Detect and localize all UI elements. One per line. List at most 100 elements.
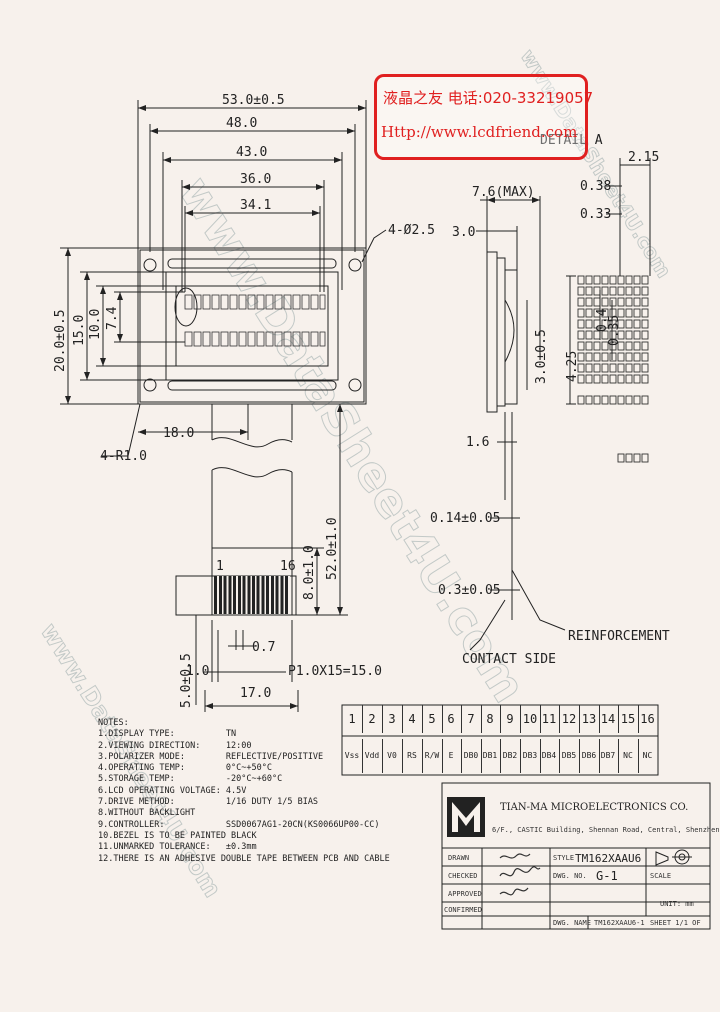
pin-number: 11 <box>539 705 560 733</box>
note-item: 10.BEZEL IS TO BE PAINTED BLACK <box>98 830 257 841</box>
detail-dim-0-38: 0.38 <box>580 179 611 194</box>
pin-signal: Vss <box>342 739 363 773</box>
pin-number: 15 <box>618 705 639 733</box>
contact-phone: 液晶之友 电话:020-33219057 <box>383 89 594 107</box>
pin-signal: DB1 <box>480 739 501 773</box>
dim-7-6: 7.6(MAX) <box>472 185 535 200</box>
dim-52: 52.0±1.0 <box>325 517 340 580</box>
pin-signal: DB6 <box>579 739 600 773</box>
note-item: 8.WITHOUT BACKLIGHT <box>98 808 196 819</box>
pin-first-label: 1 <box>216 559 224 574</box>
style-value: TM162XAAU6 <box>575 852 641 865</box>
dim-48: 48.0 <box>226 116 257 131</box>
dim-18: 18.0 <box>163 426 194 441</box>
note-item: 6.LCD OPERATING VOLTAGE: 4.5V <box>98 785 247 796</box>
reinforcement-label: REINFORCEMENT <box>568 629 670 644</box>
notes-title: NOTES: <box>98 718 129 728</box>
dim-43: 43.0 <box>236 145 267 160</box>
company-name: TIAN-MA MICROELECTRONICS CO. <box>500 802 688 813</box>
hole-label: 4-Ø2.5 <box>388 223 435 238</box>
style-label: STYLE <box>553 854 574 862</box>
detail-dim-2-15: 2.15 <box>628 150 659 165</box>
detail-dim-0-35: 0.35 <box>607 315 622 346</box>
dim-53: 53.0±0.5 <box>222 93 285 108</box>
note-item: 5.STORAGE TEMP: -20°C~+60°C <box>98 774 283 785</box>
pin-signal: NC <box>642 751 653 760</box>
sheet-label: SHEET 1/1 OF <box>650 919 701 927</box>
pin-number: 13 <box>579 705 600 733</box>
pin-signal: DB0 <box>461 739 482 773</box>
contact-url[interactable]: Http://www.lcdfriend.com <box>381 123 578 141</box>
pin-number: 3 <box>382 705 403 733</box>
pin-number: 6 <box>441 705 462 733</box>
note-item: 12.THERE IS AN ADHESIVE DOUBLE TAPE BETW… <box>98 853 390 864</box>
pin-number: 8 <box>480 705 501 733</box>
radius-label: 4-R1.0 <box>100 449 147 464</box>
pin-number: 5 <box>422 705 443 733</box>
dim-0-14: 0.14±0.05 <box>430 511 500 526</box>
dwg-name-label: DWG. NAME <box>553 919 591 927</box>
contact-side-label: CONTACT SIDE <box>462 652 556 667</box>
pin-signal: DB2 <box>500 739 521 773</box>
note-item: 3.POLARIZER MODE: REFLECTIVE/POSITIVE <box>98 751 324 762</box>
dim-10: 10.0 <box>88 309 103 340</box>
pin-signal: DB4 <box>539 739 560 773</box>
dwg-label: DWG. NO. <box>553 872 587 880</box>
pin-number: 9 <box>500 705 521 733</box>
dim-0-7: 0.7 <box>252 640 275 655</box>
note-item: 4.OPERATING TEMP: 0°C~+50°C <box>98 763 272 774</box>
dim-17: 17.0 <box>240 686 271 701</box>
detail-dim-0-33: 0.33 <box>580 207 611 222</box>
dwg-name-value: TM162XAAU6-1 <box>594 919 645 927</box>
pin-signal: RS <box>402 739 423 773</box>
unit-label: UNIT: mm <box>660 900 694 908</box>
pin-last-label: 16 <box>280 559 296 574</box>
contact-overlay: 液晶之友 电话:020-33219057 Http://www.lcdfrien… <box>374 74 593 160</box>
note-item: 11.UNMARKED TOLERANCE: ±0.3mm <box>98 842 257 853</box>
pin-number: 7 <box>461 705 482 733</box>
pin-signal: DB7 <box>598 739 619 773</box>
pin-number: 2 <box>362 705 383 733</box>
pin-signal: Vdd <box>362 739 383 773</box>
pin-signal: E <box>441 739 462 773</box>
dim-36: 36.0 <box>240 172 271 187</box>
pitch-label: P1.0X15=15.0 <box>288 664 382 679</box>
pin-signal: V0 <box>382 739 403 773</box>
dim-8: 8.0±1.0 <box>302 545 317 600</box>
pin-signal: DB3 <box>520 739 541 773</box>
signatures <box>499 853 541 896</box>
pin-number: 10 <box>520 705 541 733</box>
pin-signal: R/W <box>422 739 443 773</box>
dim-34: 34.1 <box>240 198 271 213</box>
dim-5: 5.0±0.5 <box>179 653 194 708</box>
note-item: 9.CONTROLLER: SSD0067AG1-20CN(KS0066UP00… <box>98 819 380 830</box>
notes-block: NOTES: 1.DISPLAY TYPE: TN 2.VIEWING DIRE… <box>98 718 398 865</box>
projection-symbol <box>655 849 692 866</box>
tianma-logo <box>447 797 485 837</box>
note-item: 1.DISPLAY TYPE: TN <box>98 729 237 740</box>
dim-3-0-tol: 3.0±0.5 <box>534 329 549 384</box>
detail-dim-0-4: 0.4 <box>595 308 610 332</box>
dim-20: 20.0±0.5 <box>53 309 68 372</box>
row-checked: CHECKED <box>448 872 478 880</box>
dim-7: 7.4 <box>105 306 120 330</box>
row-drawn: DRAWN <box>448 854 469 862</box>
company-address: 6/F., CASTIC Building, Shennan Road, Cen… <box>492 826 720 834</box>
note-item: 7.DRIVE METHOD: 1/16 DUTY 1/5 BIAS <box>98 797 319 808</box>
dim-1: 1.0 <box>186 664 209 679</box>
pin-signal: NC <box>618 739 639 773</box>
pin-table: 1 2 3 4 5 6 7 8 9 10 11 12 13 14 15 16 V… <box>342 705 658 775</box>
dim-1-6: 1.6 <box>466 435 489 450</box>
scale-label: SCALE <box>650 872 671 880</box>
row-approved: APPROVED <box>448 890 482 898</box>
pin-number: 4 <box>402 705 423 733</box>
flex-contacts <box>214 576 290 614</box>
detail-dim-4-25: 4.25 <box>565 351 580 382</box>
pin-number: 14 <box>598 705 619 733</box>
dwg-value: G-1 <box>596 869 618 883</box>
dim-0-3: 0.3±0.05 <box>438 583 501 598</box>
pin-number: 12 <box>559 705 580 733</box>
dim-15: 15.0 <box>72 315 87 346</box>
dim-3-0: 3.0 <box>452 225 475 240</box>
